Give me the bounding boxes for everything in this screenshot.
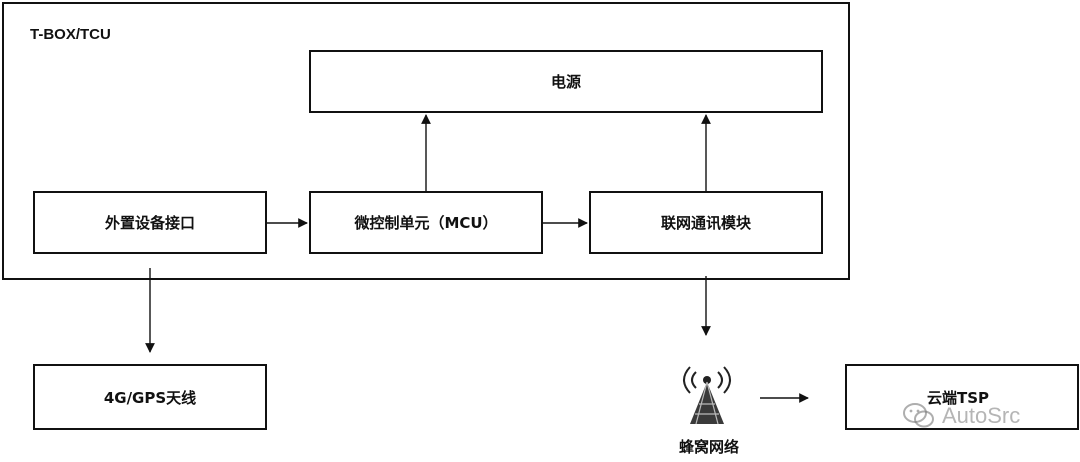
tbox-tcu-container (2, 2, 850, 280)
external-interface-node: 外置设备接口 (33, 191, 267, 254)
watermark: AutoSrc (902, 402, 1020, 430)
antenna-node: 4G/GPS天线 (33, 364, 267, 430)
cloud-tsp-node: 云端TSP (845, 364, 1079, 430)
container-title: T-BOX/TCU (30, 26, 111, 43)
power-node: 电源 (309, 50, 823, 113)
cell-tower-icon (683, 366, 731, 425)
wechat-icon (903, 403, 934, 428)
watermark-text: AutoSrc (942, 403, 1021, 428)
mcu-node: 微控制单元（MCU） (309, 191, 543, 254)
cellular-network-label: 蜂窝网络 (678, 438, 739, 456)
comm-module-node: 联网通讯模块 (589, 191, 823, 254)
